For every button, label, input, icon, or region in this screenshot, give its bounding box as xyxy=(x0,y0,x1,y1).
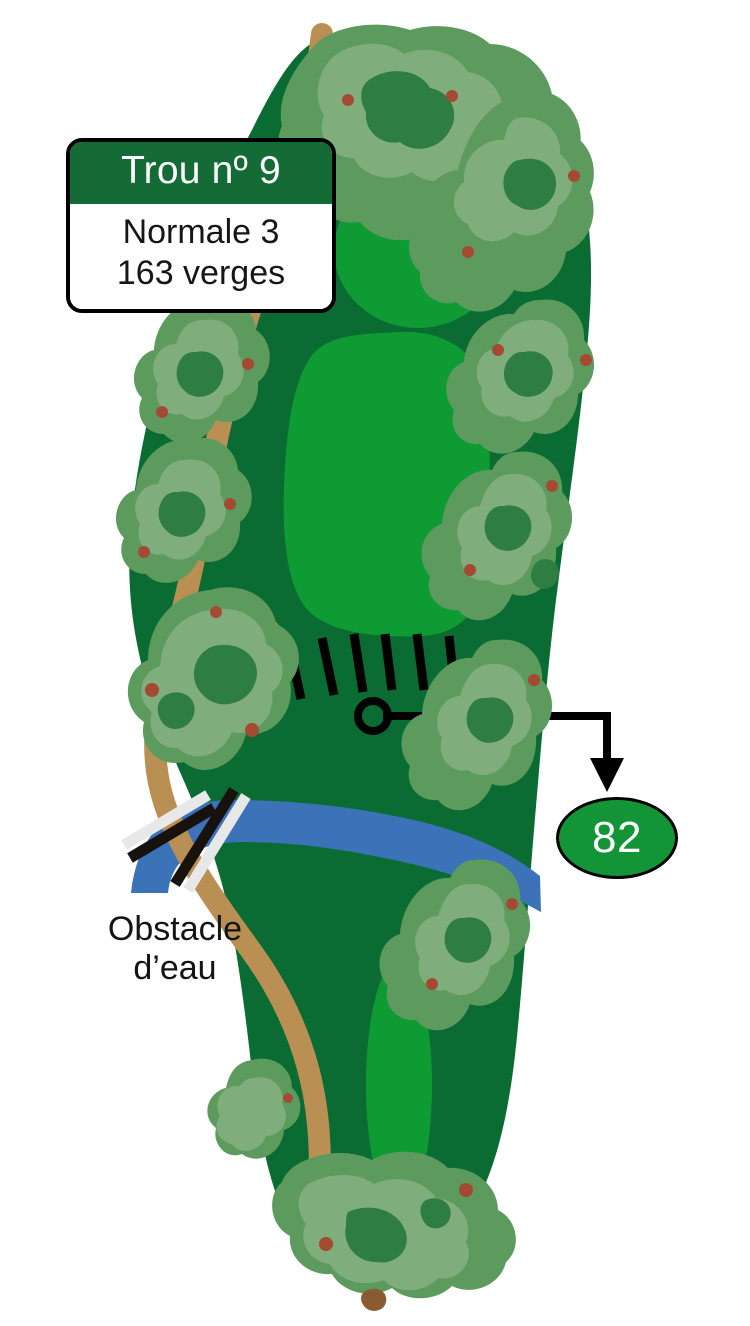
hole-par-label: Normale 3 xyxy=(122,212,280,251)
yardage-marker-badge: 82 xyxy=(556,797,678,879)
tree-cluster-left-mid xyxy=(115,437,252,583)
water-hazard-label-line2: d’eau xyxy=(133,949,217,988)
hole-info-body: Normale 3 163 verges xyxy=(70,203,332,309)
tree-cluster-right-bottom xyxy=(401,639,553,811)
tree-cluster-left-bottom xyxy=(207,1058,301,1159)
hole-info-card: Trou nº 9 Normale 3 163 verges xyxy=(66,138,336,313)
arrowhead-icon xyxy=(590,758,624,792)
tee-box xyxy=(366,960,432,1210)
tree-cluster-right-upper xyxy=(408,97,594,312)
water-hazard-label: Obstacle d’eau xyxy=(60,910,290,989)
measure-point-icon xyxy=(354,697,392,735)
tree-cluster-right-deep xyxy=(379,859,531,1031)
tree-cluster-left-upper xyxy=(133,297,270,443)
tree-cluster-right-lower xyxy=(421,451,573,621)
water-hazard-label-line1: Obstacle xyxy=(107,910,243,948)
yardage-value: 82 xyxy=(592,813,642,862)
tree-cluster-bottom xyxy=(272,1151,516,1311)
tree-cluster-right-mid xyxy=(446,299,595,454)
yardage-badge-shape xyxy=(556,797,678,879)
hole-number-header: Trou nº 9 xyxy=(70,142,332,204)
hole-distance-label: 163 verges xyxy=(116,254,286,293)
water-hazard xyxy=(131,800,541,912)
bridge xyxy=(121,787,251,893)
tree-cluster-left-lower xyxy=(127,587,299,770)
